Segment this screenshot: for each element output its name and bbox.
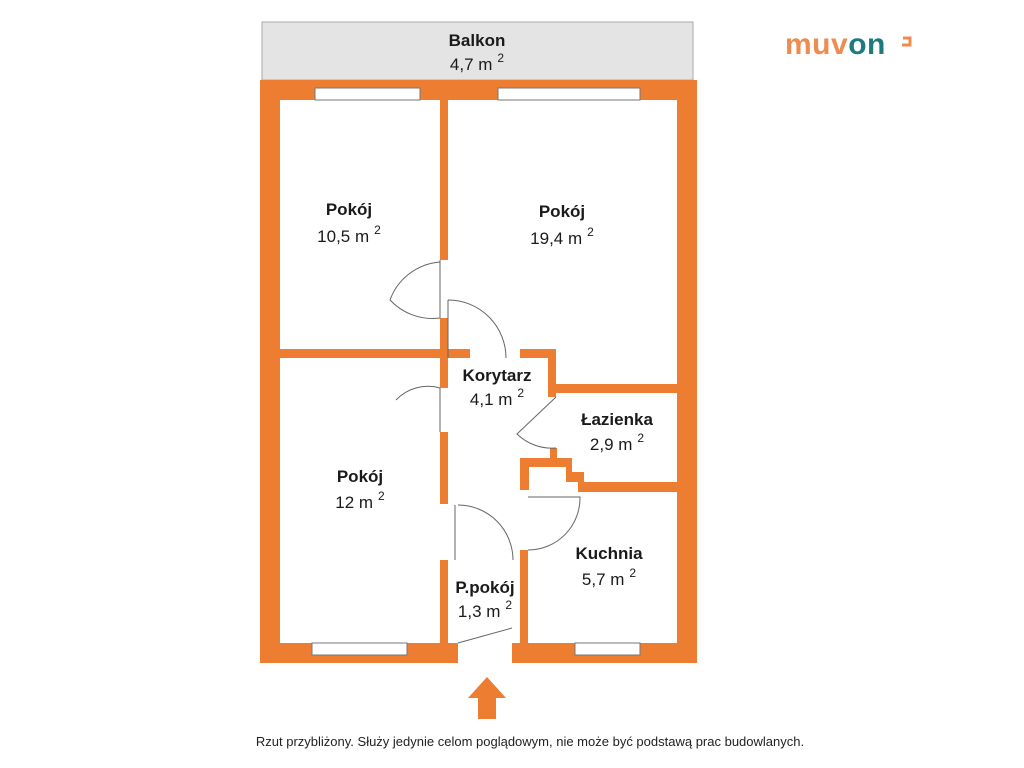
svg-text:1,3 m2: 1,3 m2 <box>458 598 513 621</box>
svg-text:5,7 m2: 5,7 m2 <box>582 566 637 589</box>
disclaimer-caption: Rzut przybliżony. Służy jedynie celom po… <box>255 734 805 749</box>
svg-text:4,7 m2: 4,7 m2 <box>450 51 505 74</box>
balcony <box>261 21 694 81</box>
svg-text:P.pokój: P.pokój <box>455 578 514 597</box>
svg-text:Pokój: Pokój <box>539 202 585 221</box>
svg-text:Pokój: Pokój <box>326 200 372 219</box>
doors <box>389 260 581 644</box>
svg-text:4,1 m2: 4,1 m2 <box>470 386 525 409</box>
window <box>497 87 641 101</box>
svg-text:Korytarz: Korytarz <box>463 366 532 385</box>
svg-text:19,4 m2: 19,4 m2 <box>530 225 594 248</box>
logo: muvon <box>785 28 886 61</box>
svg-text:Balkon: Balkon <box>449 31 506 50</box>
window <box>574 642 641 656</box>
window <box>314 87 421 101</box>
entrance-arrow-icon <box>468 677 506 719</box>
window <box>311 642 408 656</box>
svg-text:Kuchnia: Kuchnia <box>575 544 643 563</box>
logo-mark-icon <box>902 36 912 47</box>
svg-text:2,9 m2: 2,9 m2 <box>590 431 645 454</box>
svg-text:Pokój: Pokój <box>337 467 383 486</box>
svg-text:12 m2: 12 m2 <box>335 489 385 512</box>
svg-text:10,5 m2: 10,5 m2 <box>317 223 381 246</box>
svg-text:Łazienka: Łazienka <box>581 410 653 429</box>
